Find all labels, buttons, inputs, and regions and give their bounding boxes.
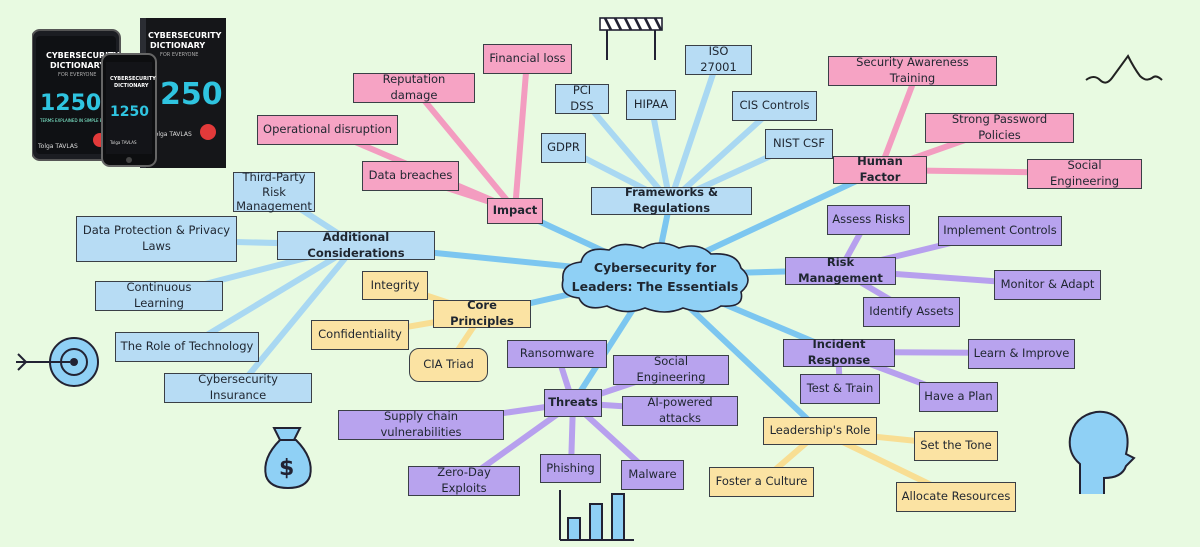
svg-text:Tolga TAVLAS: Tolga TAVLAS: [151, 131, 192, 138]
branch-leadership: Leadership's Role: [763, 417, 877, 445]
barrier-icon: [599, 17, 663, 60]
bar-chart-icon: [559, 490, 634, 541]
impact-item-data-breaches: Data breaches: [362, 161, 459, 191]
book-title-line1: CYBERSECURITY: [46, 51, 120, 60]
shark-fin-icon: [1085, 54, 1163, 84]
branch-incident-response: Incident Response: [783, 337, 895, 367]
cloud-shape: [561, 242, 749, 313]
framework-item-gdpr: GDPR: [541, 133, 586, 163]
branch-additional-considerations: Additional Considerations: [277, 230, 435, 260]
book-title-line3: FOR EVERYONE: [58, 72, 96, 78]
impact-item-operational-disruption: Operational disruption: [257, 115, 398, 145]
svg-text:CYBERSECURITY: CYBERSECURITY: [110, 76, 156, 82]
threat-item-ransomware: Ransomware: [507, 340, 607, 368]
svg-text:Tolga TAVLAS: Tolga TAVLAS: [109, 140, 137, 145]
incident-item-learn-improve: Learn & Improve: [968, 339, 1075, 369]
svg-text:DICTIONARY: DICTIONARY: [114, 83, 149, 89]
additional-item-cybersecurity-insurance: Cybersecurity Insurance: [164, 372, 312, 403]
branch-frameworks: Frameworks & Regulations: [591, 185, 752, 215]
threat-item-zero-day: Zero-Day Exploits: [408, 465, 520, 496]
branch-threats: Threats: [544, 389, 602, 417]
risk-item-assess-risks: Assess Risks: [827, 205, 910, 235]
svg-text:FOR EVERYONE: FOR EVERYONE: [160, 52, 198, 58]
framework-item-hipaa: HIPAA: [626, 90, 676, 120]
impact-item-reputation-damage: Reputation damage: [353, 72, 475, 103]
book-cover-image: CYBERSECURITY DICTIONARY FOR EVERYONE 12…: [32, 18, 226, 168]
threat-item-malware: Malware: [621, 460, 684, 490]
book-number-partial: 250: [160, 77, 223, 112]
risk-item-implement-controls: Implement Controls: [938, 216, 1062, 246]
target-icon: [16, 337, 99, 387]
threat-item-ai-powered-attacks: AI-powered attacks: [622, 395, 738, 426]
svg-text:1250: 1250: [110, 104, 149, 120]
leadership-item-foster-culture: Foster a Culture: [709, 467, 814, 497]
additional-item-third-party-risk: Third-Party Risk Management: [233, 170, 315, 213]
threat-item-social-engineering: Social Engineering: [613, 354, 729, 385]
book-tagline: TERMS EXPLAINED IN SIMPLE ENGLISH: [39, 118, 117, 123]
principle-item-cia-triad: CIA Triad: [409, 348, 488, 382]
leadership-item-set-the-tone: Set the Tone: [914, 431, 998, 461]
branch-human-factor: Human Factor: [833, 154, 927, 184]
principle-item-confidentiality: Confidentiality: [311, 320, 409, 350]
branch-risk-management: Risk Management: [785, 255, 896, 285]
book-author: Tolga TAVLAS: [37, 143, 78, 150]
threat-item-supply-chain: Supply chain vulnerabilities: [338, 409, 504, 440]
human-factor-item-password-policies: Strong Password Policies: [925, 112, 1074, 143]
framework-item-pci-dss: PCI DSS: [555, 83, 609, 114]
risk-item-identify-assets: Identify Assets: [863, 297, 960, 327]
impact-item-financial-loss: Financial loss: [483, 44, 572, 74]
svg-text:DICTIONARY: DICTIONARY: [150, 41, 205, 50]
branch-core-principles: Core Principles: [433, 298, 531, 328]
threat-item-phishing: Phishing: [540, 454, 601, 483]
money-bag-icon: $: [264, 427, 312, 490]
head-profile-icon: [1068, 410, 1136, 494]
framework-item-iso-27001: ISO 27001: [685, 44, 752, 75]
additional-item-data-protection: Data Protection & Privacy Laws: [76, 216, 237, 262]
risk-item-monitor-adapt: Monitor & Adapt: [994, 270, 1101, 300]
additional-item-role-of-technology: The Role of Technology: [115, 332, 259, 362]
svg-text:$: $: [279, 456, 294, 481]
principle-item-integrity: Integrity: [362, 271, 428, 300]
book-number: 1250: [40, 91, 101, 116]
central-topic-line1: Cybersecurity for: [593, 260, 717, 276]
human-factor-item-awareness-training: Security Awareness Training: [828, 55, 997, 86]
incident-item-test-train: Test & Train: [800, 374, 880, 404]
additional-item-continuous-learning: Continuous Learning: [95, 280, 223, 311]
framework-item-cis-controls: CIS Controls: [732, 91, 817, 121]
svg-text:CYBERSECURITY: CYBERSECURITY: [148, 31, 222, 40]
incident-item-have-a-plan: Have a Plan: [919, 382, 998, 412]
book-title-line2: DICTIONARY: [50, 61, 105, 70]
framework-item-nist-csf: NIST CSF: [765, 129, 833, 159]
human-factor-item-social-engineering: Social Engineering: [1027, 158, 1142, 189]
branch-impact: Impact: [487, 198, 543, 224]
leadership-item-allocate-resources: Allocate Resources: [896, 482, 1016, 512]
central-topic-line2: Leaders: The Essentials: [571, 278, 739, 294]
